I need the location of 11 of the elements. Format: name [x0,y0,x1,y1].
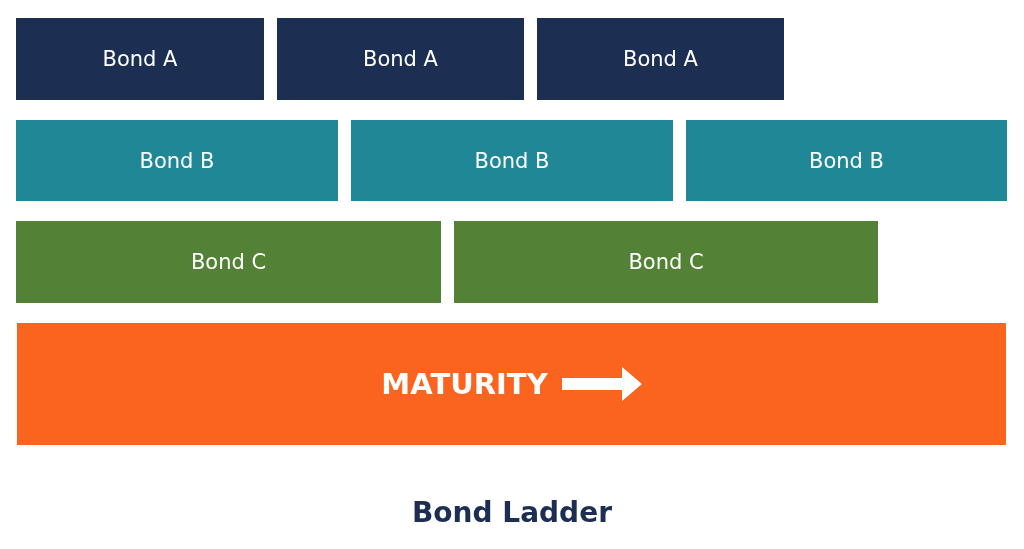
bond-box: Bond B [351,120,673,201]
bond-box: Bond B [686,120,1007,201]
bond-box: Bond C [454,221,878,303]
bond-box: Bond C [16,221,441,303]
bond-box: Bond A [277,18,524,100]
bond-box: Bond B [16,120,338,201]
maturity-bar [17,323,1006,445]
bond-box: Bond A [16,18,264,100]
caption: Bond Ladder [412,496,612,529]
bar-label: MATURITY [381,367,548,401]
bond-box: Bond A [537,18,784,100]
